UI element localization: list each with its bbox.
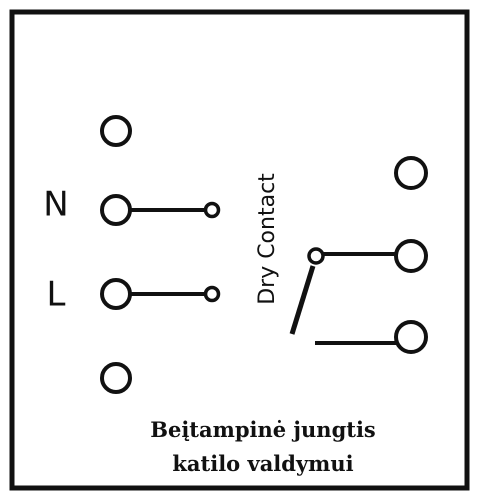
terminal-right-2 bbox=[394, 239, 428, 273]
terminal-right-3 bbox=[394, 320, 428, 354]
diagram-frame bbox=[9, 9, 470, 491]
switch-pivot-node bbox=[307, 247, 325, 265]
terminal-n bbox=[100, 194, 132, 226]
label-n: N bbox=[43, 185, 68, 225]
caption-line-1: Beįtampinė jungtis bbox=[150, 417, 376, 442]
terminal-l bbox=[100, 278, 132, 310]
wire-l-end-node bbox=[203, 285, 221, 303]
wire-n-end-node bbox=[203, 201, 221, 219]
terminal-left-1 bbox=[100, 115, 132, 147]
terminal-right-1 bbox=[394, 156, 428, 190]
dry-contact-label: Dry Contact bbox=[255, 173, 280, 305]
terminal-left-4 bbox=[100, 362, 132, 394]
caption-line-2: katilo valdymui bbox=[172, 451, 353, 476]
switch-blade bbox=[289, 265, 316, 335]
label-l: L bbox=[47, 275, 66, 315]
